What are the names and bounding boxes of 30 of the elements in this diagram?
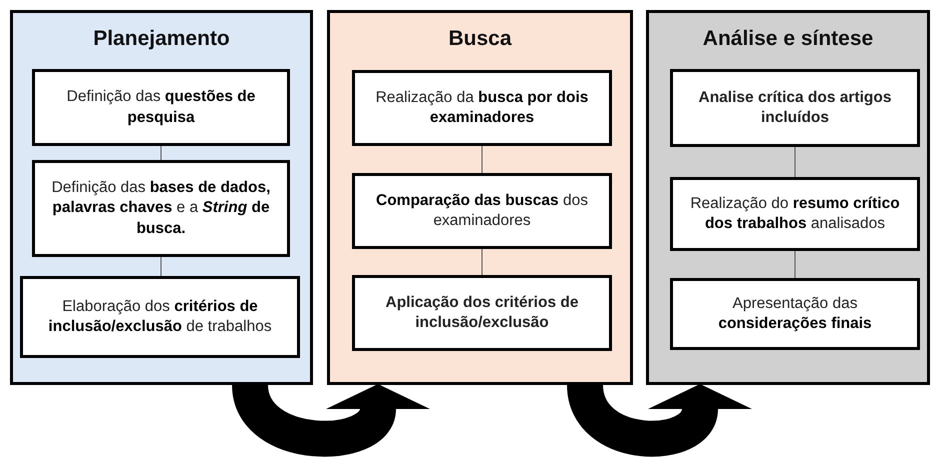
phase-title: Busca	[447, 27, 513, 51]
step-text: Comparação das buscas dos examinadores	[375, 190, 589, 231]
connector-line	[160, 256, 162, 276]
step-box	[32, 160, 290, 257]
phase-title: Análise e síntese	[702, 27, 874, 51]
phase-panel	[327, 10, 633, 385]
u-turn-arrow	[232, 382, 428, 457]
step-box	[20, 276, 300, 358]
step-text: Realização da busca por dois examinadores	[374, 88, 590, 128]
step-text: Elaboração dos critérios de inclusão/exclusão de trabalhos	[47, 296, 273, 337]
connector-line	[160, 146, 162, 160]
step-box	[670, 278, 920, 350]
step-text: Aplicação dos critérios de inclusão/exclusão	[384, 292, 580, 333]
step-box	[352, 275, 612, 351]
step-text: Apresentação das considerações finais	[717, 294, 873, 334]
connector-line	[794, 146, 796, 178]
phase-panel	[10, 10, 313, 385]
step-box	[32, 69, 290, 146]
step-box	[670, 177, 920, 251]
step-box	[352, 173, 612, 249]
connector-line	[794, 250, 796, 278]
phase-title: Planejamento	[92, 27, 231, 51]
step-text: Realização do resumo crítico dos trabalhos analisados	[689, 194, 901, 234]
phase-panel	[646, 10, 930, 385]
step-box	[352, 70, 612, 146]
step-text: Definição das questões de pesquisa	[66, 87, 256, 128]
step-box	[670, 69, 920, 147]
u-turn-arrow	[567, 382, 751, 457]
step-text: Analise crítica dos artigos incluídos	[698, 88, 892, 128]
step-text: Definição das bases de dados, palavras chaves e a String de busca.	[50, 178, 272, 239]
